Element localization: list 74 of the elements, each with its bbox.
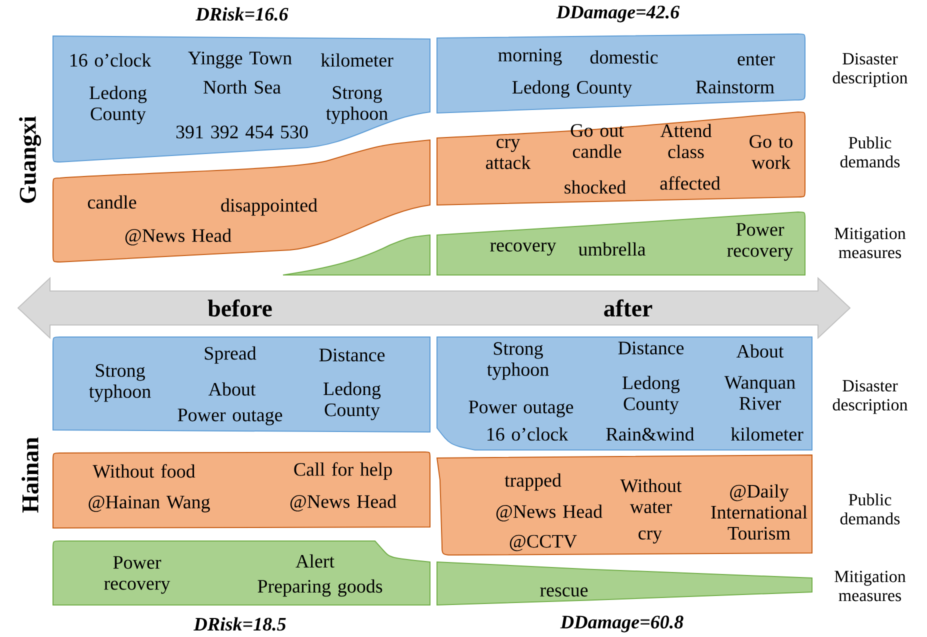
word-label: Go out candle: [570, 124, 624, 158]
category-label: Public demands: [840, 494, 900, 524]
word-cloud-band: [436, 454, 812, 556]
word-label: Without food: [92, 464, 196, 478]
word-cloud-band: [436, 112, 806, 206]
category-label: Mitigation measures: [834, 570, 906, 602]
word-label: Go to work: [750, 135, 792, 169]
word-cloud-band: [436, 562, 812, 606]
word-label: Attend class: [660, 124, 712, 158]
word-cloud-band: [436, 336, 812, 450]
word-label: Ledong County: [512, 80, 632, 98]
word-cloud-band: [52, 540, 430, 606]
word-label: Yingge Town: [188, 52, 292, 68]
word-label: rescue: [540, 587, 588, 597]
word-label: Power outage: [178, 408, 282, 426]
word-label: disappointed: [221, 198, 318, 216]
word-label: affected: [660, 176, 720, 190]
word-label: Strong typhoon: [326, 86, 388, 124]
word-label: Preparing goods: [258, 579, 382, 597]
word-cloud-band: [52, 452, 430, 528]
word-label: trapped: [504, 473, 562, 491]
category-label: Disaster description: [832, 380, 908, 414]
word-label: Rainstorm: [696, 80, 774, 94]
word-cloud-band: [52, 140, 430, 262]
word-label: kilometer: [320, 53, 394, 67]
word-label: 16 o’clock: [488, 427, 568, 441]
word-label: Ledong County: [90, 86, 147, 124]
arrow-label: before: [208, 299, 272, 317]
word-label: Alert: [296, 554, 334, 568]
word-label: @Hainan Wang: [88, 496, 210, 512]
word-cloud-band: [52, 36, 430, 162]
word-label: Ledong County: [622, 376, 680, 414]
word-label: umbrella: [578, 242, 646, 256]
word-label: Ledong County: [324, 382, 381, 420]
word-label: Spread: [204, 346, 256, 364]
word-label: enter: [738, 54, 775, 66]
word-label: @News Head: [125, 228, 232, 246]
word-label: kilometer: [730, 427, 804, 441]
word-label: cry: [638, 530, 662, 544]
word-label: Power recovery: [727, 223, 794, 261]
word-label: Rain&wind: [606, 427, 694, 441]
word-label: @CCTV: [510, 534, 577, 552]
word-label: cry attack: [486, 138, 531, 170]
word-cloud-band: [436, 212, 806, 276]
word-label: candle: [88, 195, 136, 209]
word-label: Strong typhoon: [487, 342, 549, 380]
word-label: North Sea: [204, 80, 281, 94]
word-label: Power recovery: [104, 556, 170, 594]
word-label: Strong typhoon: [89, 364, 151, 402]
word-cloud-band: [282, 234, 430, 276]
arrow-label: after: [604, 299, 652, 317]
category-label: Public demands: [840, 136, 900, 168]
category-label: Mitigation measures: [834, 228, 906, 258]
word-label: shocked: [564, 180, 626, 194]
word-label: Wanquan River: [724, 376, 796, 410]
word-cloud-band: [436, 34, 806, 114]
word-label: @Daily International Tourism: [711, 484, 808, 540]
word-cloud-band: [52, 336, 430, 432]
category-label: Disaster description: [832, 53, 908, 87]
word-label: Distance: [618, 342, 684, 354]
word-label: domestic: [590, 50, 658, 64]
word-label: Distance: [319, 348, 385, 362]
word-label: morning: [498, 48, 562, 66]
region-label: Guangxi: [19, 116, 41, 203]
region-label: Hainan: [22, 437, 38, 513]
word-label: Power outage: [468, 400, 574, 418]
word-label: Call for help: [294, 462, 392, 480]
word-label: @News Head: [290, 494, 396, 512]
word-label: 16 o’clock: [70, 53, 152, 67]
word-label: About: [736, 344, 784, 358]
word-label: @News Head: [496, 504, 602, 522]
word-label: recovery: [490, 242, 556, 256]
word-label: 391 392 454 530: [176, 126, 308, 138]
word-label: About: [208, 382, 256, 396]
